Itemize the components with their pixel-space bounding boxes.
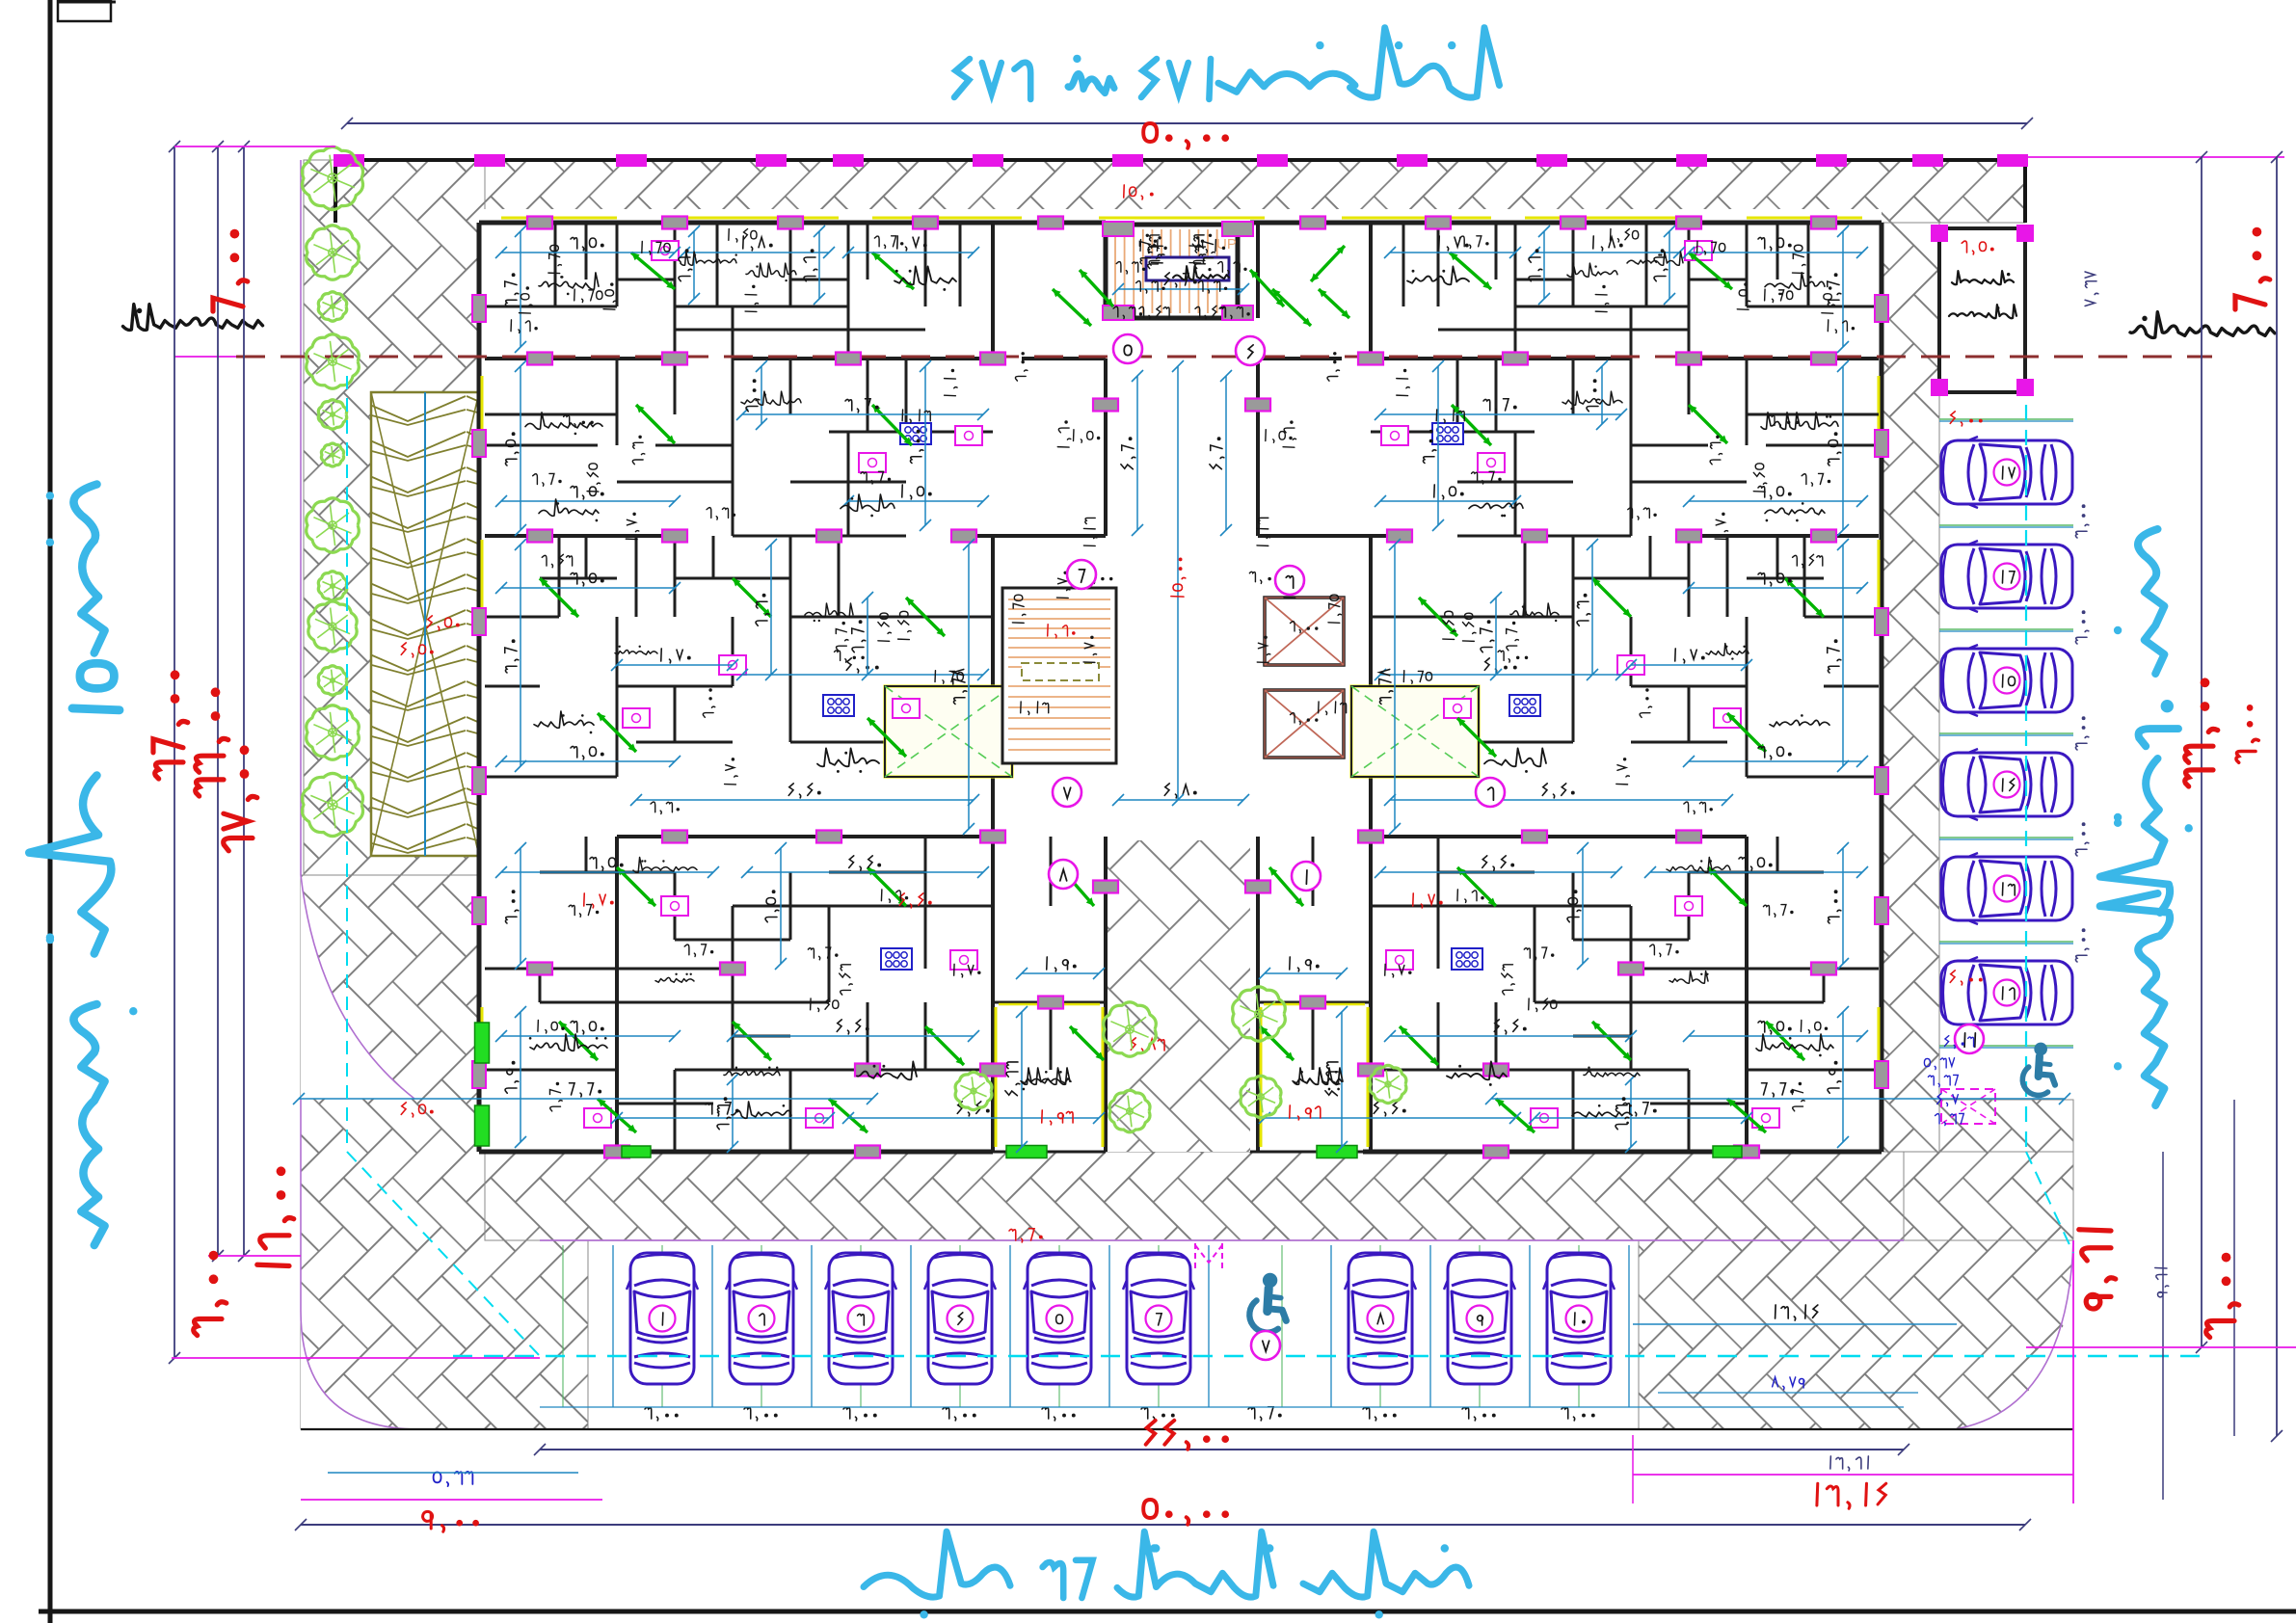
svg-text:UP: UP	[1216, 236, 1237, 253]
